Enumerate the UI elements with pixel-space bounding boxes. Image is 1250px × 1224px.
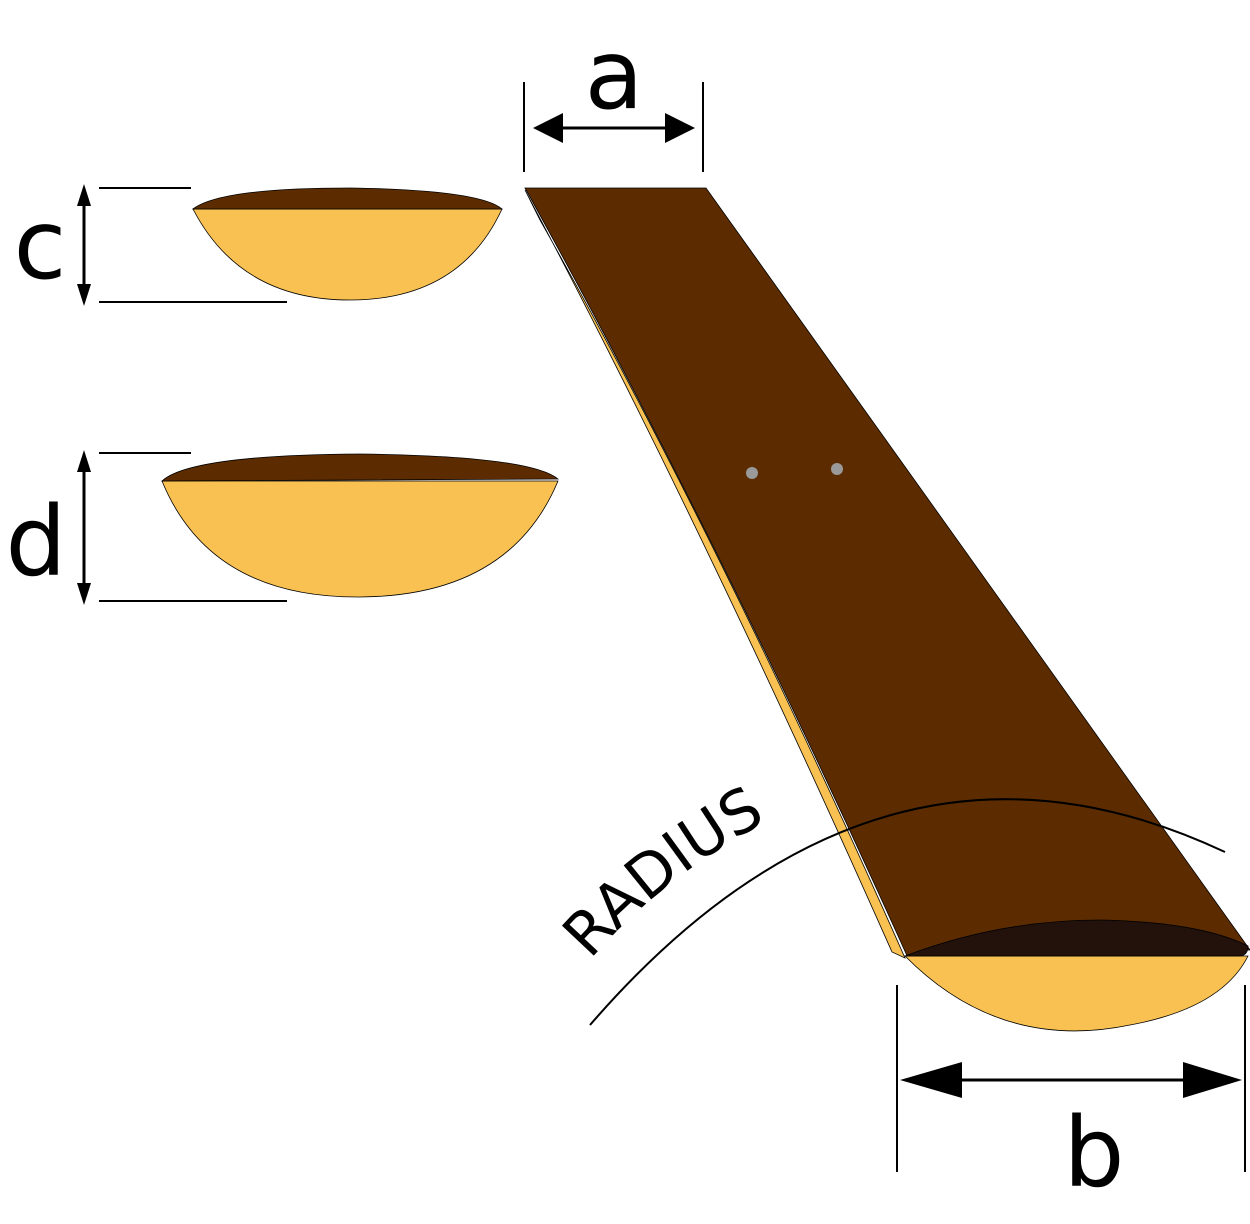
fingerboard-top bbox=[524, 187, 1250, 959]
label-c: c bbox=[14, 189, 67, 301]
fret-dot-right bbox=[831, 463, 843, 475]
profile-d-underside bbox=[161, 480, 559, 598]
label-b: b bbox=[1064, 1097, 1125, 1209]
fret-dot-left bbox=[746, 467, 758, 479]
label-a: a bbox=[585, 19, 644, 131]
fingerboard bbox=[524, 187, 1250, 959]
fingerboard-underside bbox=[524, 189, 906, 959]
profile-d-top bbox=[160, 453, 560, 482]
dimension-a: a bbox=[523, 19, 704, 172]
end-profile-b-shadow bbox=[904, 919, 1249, 957]
profile-d: d bbox=[6, 450, 560, 605]
dimension-b: b bbox=[896, 985, 1246, 1209]
arrowhead-b-right bbox=[1183, 1062, 1242, 1098]
profile-c-underside bbox=[192, 208, 503, 301]
end-profile-b bbox=[904, 919, 1249, 1032]
profile-c: c bbox=[14, 184, 504, 306]
label-d: d bbox=[6, 486, 67, 598]
end-profile-b-underside bbox=[904, 955, 1249, 1032]
profile-c-top bbox=[191, 187, 504, 210]
arrowhead-b-left bbox=[900, 1062, 962, 1098]
radius-arc bbox=[589, 798, 1226, 1026]
radius-label: RADIUS bbox=[550, 773, 775, 970]
